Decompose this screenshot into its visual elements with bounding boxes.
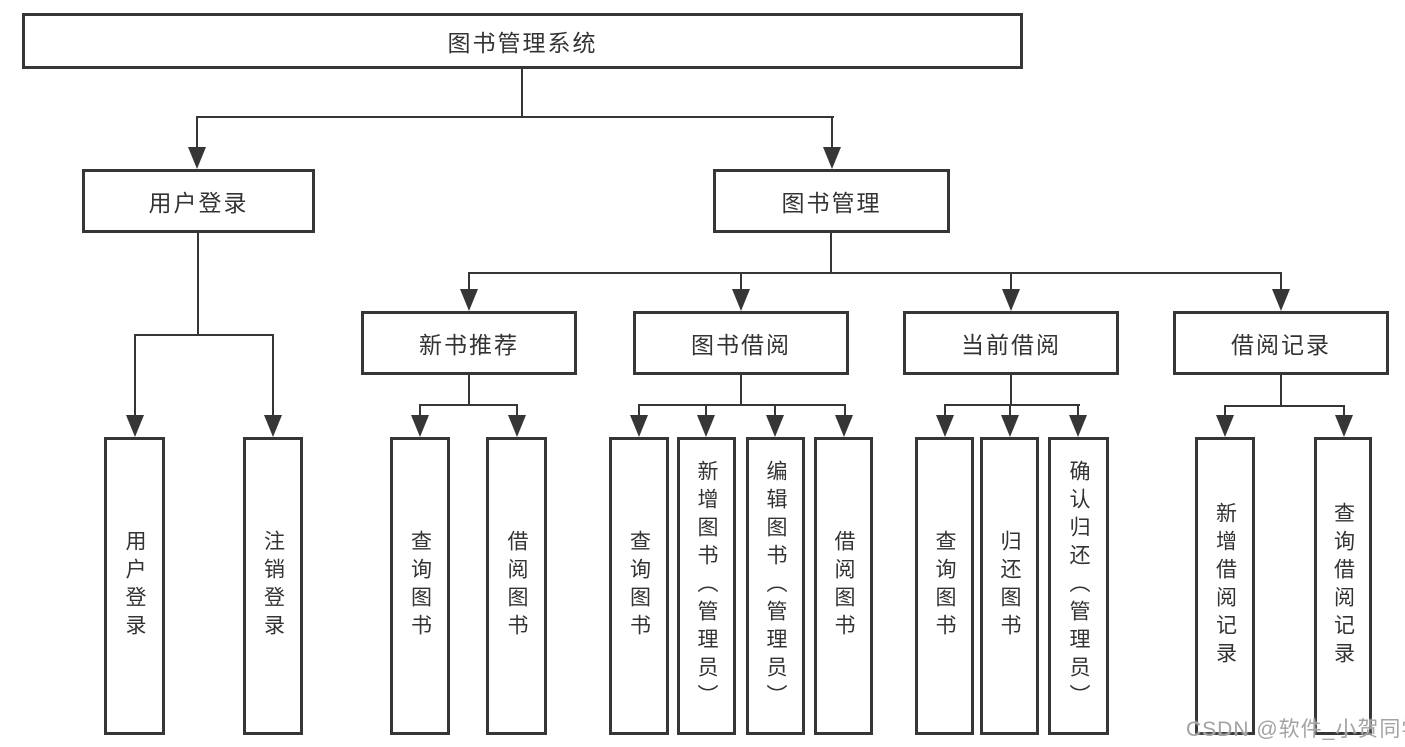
- node-borrow-records: 借阅记录: [1173, 311, 1389, 375]
- arrow-down-icon: [936, 415, 954, 437]
- node-label: 用户登录: [123, 530, 146, 642]
- arrow-down-icon: [1335, 415, 1353, 437]
- node-leaf-user-login: 用户登录: [104, 437, 165, 735]
- connector-userlogin-horizontal: [134, 334, 274, 336]
- node-leaf-query-borrow-record: 查询借阅记录: [1314, 437, 1372, 735]
- node-leaf-logout: 注销登录: [243, 437, 303, 735]
- connector-arrow-shaft: [468, 273, 470, 291]
- connector-arrow-shaft: [1280, 273, 1282, 291]
- connector-borrow-stub: [740, 375, 742, 405]
- node-leaf-add-borrow-record: 新增借阅记录: [1195, 437, 1255, 735]
- node-label: 用户登录: [148, 190, 249, 216]
- node-label: 图书借阅: [691, 332, 791, 358]
- arrow-down-icon: [508, 415, 526, 437]
- connector-arrow-shaft: [419, 405, 421, 417]
- connector-arrow-shaft: [516, 405, 518, 417]
- arrow-down-icon: [411, 415, 429, 437]
- node-book-borrow: 图书借阅: [633, 311, 849, 375]
- connector-arrow-shaft: [705, 405, 707, 417]
- node-label: 查询图书: [408, 530, 432, 642]
- connector-l2-horizontal: [468, 272, 1282, 274]
- node-label: 注销登录: [261, 530, 285, 642]
- node-leaf-borrow-book-1: 借阅图书: [486, 437, 547, 735]
- connector-arrow-shaft: [272, 335, 274, 417]
- arrow-down-icon: [1002, 289, 1020, 311]
- connector-arrow-shaft: [1077, 405, 1079, 417]
- arrow-down-icon: [697, 415, 715, 437]
- node-label: 新增借阅记录: [1213, 502, 1237, 670]
- connector-borrow-horizontal: [638, 404, 846, 406]
- connector-current-horizontal: [944, 404, 1080, 406]
- node-library-system: 图书管理系统: [22, 13, 1023, 69]
- connector-arrow-shaft: [740, 273, 742, 291]
- node-leaf-query-book-3: 查询图书: [915, 437, 974, 735]
- connector-arrow-shaft: [831, 117, 833, 150]
- csdn-watermark: CSDN @软件_小贺同学: [1186, 718, 1405, 741]
- connector-bookmgmt-stub: [830, 233, 832, 273]
- connector-records-stub: [1280, 375, 1282, 406]
- arrow-down-icon: [823, 147, 841, 169]
- arrow-down-icon: [1069, 415, 1087, 437]
- node-leaf-borrow-book-2: 借阅图书: [814, 437, 873, 735]
- node-label: 借阅记录: [1231, 332, 1331, 358]
- connector-recommend-horizontal: [419, 404, 518, 406]
- node-label: 新增图书（管理员）: [695, 460, 718, 712]
- arrow-down-icon: [766, 415, 784, 437]
- node-leaf-edit-book-admin: 编辑图书（管理员）: [746, 437, 805, 735]
- node-new-book-recommend: 新书推荐: [361, 311, 577, 375]
- node-leaf-return-book: 归还图书: [980, 437, 1039, 735]
- connector-userlogin-stub: [197, 233, 199, 335]
- node-label: 确认归还（管理员）: [1067, 460, 1090, 712]
- node-user-login-group: 用户登录: [82, 169, 315, 233]
- node-label: 图书管理: [781, 190, 882, 216]
- arrow-down-icon: [264, 415, 282, 437]
- arrow-down-icon: [1272, 289, 1290, 311]
- arrow-down-icon: [630, 415, 648, 437]
- connector-records-horizontal: [1224, 405, 1345, 407]
- node-book-management: 图书管理: [713, 169, 950, 233]
- arrow-down-icon: [1001, 415, 1019, 437]
- node-leaf-confirm-return-admin: 确认归还（管理员）: [1048, 437, 1109, 735]
- node-leaf-query-book-1: 查询图书: [390, 437, 450, 735]
- connector-arrow-shaft: [196, 117, 198, 150]
- node-label: 查询图书: [627, 530, 651, 642]
- connector-arrow-shaft: [844, 405, 846, 417]
- node-label: 借阅图书: [505, 530, 528, 642]
- connector-arrow-shaft: [774, 405, 776, 417]
- node-label: 编辑图书（管理员）: [764, 460, 787, 712]
- node-leaf-add-book-admin: 新增图书（管理员）: [677, 437, 736, 735]
- connector-arrow-shaft: [944, 405, 946, 417]
- connector-arrow-shaft: [1009, 405, 1011, 417]
- node-label: 新书推荐: [419, 332, 519, 358]
- connector-arrow-shaft: [638, 405, 640, 417]
- node-label: 借阅图书: [832, 530, 855, 642]
- node-label: 图书管理系统: [447, 30, 598, 56]
- node-label: 当前借阅: [961, 332, 1061, 358]
- connector-l1-horizontal: [196, 116, 834, 118]
- node-label: 归还图书: [998, 530, 1021, 642]
- connector-arrow-shaft: [1343, 406, 1345, 417]
- arrow-down-icon: [1216, 415, 1234, 437]
- node-label: 查询图书: [933, 530, 956, 642]
- connector-arrow-shaft: [1010, 273, 1012, 291]
- node-leaf-query-book-2: 查询图书: [609, 437, 669, 735]
- arrow-down-icon: [732, 289, 750, 311]
- connector-recommend-stub: [468, 375, 470, 405]
- arrow-down-icon: [460, 289, 478, 311]
- arrow-down-icon: [188, 147, 206, 169]
- arrow-down-icon: [835, 415, 853, 437]
- node-current-borrow: 当前借阅: [903, 311, 1119, 375]
- node-label: 查询借阅记录: [1331, 502, 1355, 670]
- connector-current-stub: [1010, 375, 1012, 405]
- arrow-down-icon: [126, 415, 144, 437]
- connector-arrow-shaft: [134, 335, 136, 417]
- connector-root-stub: [521, 69, 523, 117]
- connector-arrow-shaft: [1224, 406, 1226, 417]
